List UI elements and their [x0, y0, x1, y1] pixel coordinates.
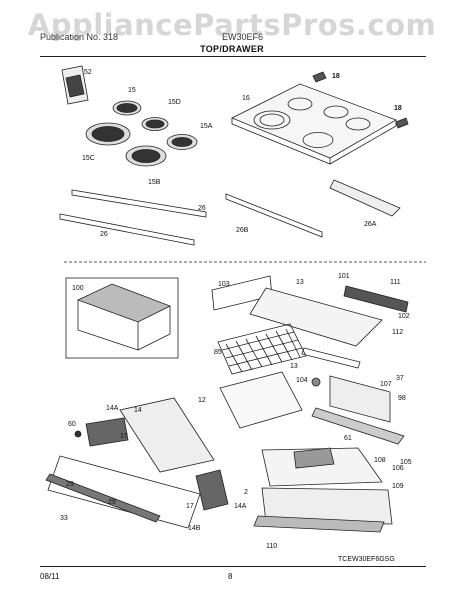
part-clip-18-right: [395, 117, 409, 129]
callout-108: 108: [374, 457, 386, 464]
callout-16: 16: [242, 95, 250, 102]
callout-52: 52: [84, 69, 92, 76]
part-rail-26-lower: [59, 213, 195, 246]
callout-26a: 26A: [364, 221, 377, 228]
part-surface-element-15b: [125, 145, 167, 167]
part-insulation-14a-upper: [85, 417, 129, 447]
callout-15c: 15C: [82, 155, 95, 162]
callout-14a-upper: 14A: [106, 405, 119, 412]
title-rule: [40, 56, 426, 57]
part-shield-61: [311, 407, 405, 445]
callout-15b: 15B: [148, 179, 161, 186]
part-seal-111: [343, 285, 409, 313]
callout-107: 107: [380, 381, 392, 388]
part-rail-102: [301, 347, 361, 369]
callout-100: 100: [72, 285, 84, 292]
callout-26-upper: 26: [198, 205, 206, 212]
callout-109: 109: [392, 483, 404, 490]
callout-104: 104: [296, 377, 308, 384]
callout-18-right: 18: [394, 105, 402, 112]
callout-85: 85: [214, 349, 222, 356]
part-trim-26b: [225, 193, 323, 238]
callout-102: 102: [398, 313, 410, 320]
callout-33: 33: [60, 515, 68, 522]
callout-105: 105: [400, 459, 412, 466]
callout-15: 15: [128, 87, 136, 94]
part-insulation-14b: [195, 469, 229, 511]
part-cooktop-16: [231, 83, 397, 165]
callout-112: 112: [392, 329, 403, 336]
part-drawer-bottom-110: [253, 515, 385, 533]
part-surface-element-15d: [141, 117, 169, 131]
part-handle-33: [45, 473, 161, 523]
callout-14b: 14B: [188, 525, 201, 532]
callout-98: 98: [398, 395, 406, 402]
callout-17-lower: 17: [186, 503, 194, 510]
callout-14: 14: [134, 407, 142, 414]
callout-12: 12: [198, 397, 206, 404]
part-drawer-109: [261, 487, 393, 525]
part-clip-18-top: [312, 71, 327, 83]
callout-2: 2: [244, 489, 248, 496]
part-screw-60: [74, 430, 82, 438]
callout-37: 37: [396, 375, 404, 382]
part-knob-104: [311, 377, 321, 387]
callout-29-mid: 29: [108, 499, 116, 506]
part-drawer-bottom-101: [249, 287, 383, 347]
part-drawer-12: [219, 371, 303, 429]
publication-number: Publication No. 318: [40, 32, 119, 42]
page-header: Publication No. 318 EW30EF6: [40, 32, 263, 42]
model-number: EW30EF6: [222, 32, 264, 42]
diagram-code: TCEW30EF6GSG: [338, 556, 395, 563]
callout-14a-lower: 14A: [234, 503, 247, 510]
part-rack-85: [217, 323, 307, 375]
part-bracket-26a: [329, 179, 401, 217]
callout-61: 61: [344, 435, 352, 442]
callout-101: 101: [338, 273, 350, 280]
callout-60: 60: [68, 421, 76, 428]
callout-13-top: 13: [296, 279, 304, 286]
callout-26b: 26B: [236, 227, 249, 234]
callout-110: 110: [266, 543, 277, 550]
callout-15a: 15A: [200, 123, 213, 130]
footer-date: 08/11: [40, 572, 60, 581]
callout-26-lower: 26: [100, 231, 108, 238]
footer-rule: [40, 566, 426, 567]
part-surface-element-15: [112, 100, 142, 116]
callout-106: 106: [392, 465, 404, 472]
part-panel-52: [61, 65, 89, 105]
part-panel-107: [329, 375, 391, 423]
part-element-106: [293, 447, 335, 469]
callout-29-left: 29: [66, 481, 74, 488]
part-rail-26-upper: [71, 189, 207, 218]
callout-17-upper: 17: [120, 433, 128, 440]
callout-111: 111: [390, 279, 401, 286]
part-surface-element-15c: [85, 122, 131, 146]
page-number: 8: [228, 572, 233, 581]
part-insulation-100: [76, 283, 171, 351]
watermark: AppliancePartsPros.com: [27, 8, 437, 42]
callout-13-mid: 13: [290, 363, 298, 370]
callout-15d: 15D: [168, 99, 181, 106]
section-title: TOP/DRAWER: [200, 44, 264, 54]
callout-103: 103: [218, 281, 230, 288]
part-surface-element-15a: [166, 134, 198, 150]
callout-18-top: 18: [332, 73, 340, 80]
part-panel-14: [119, 397, 215, 473]
